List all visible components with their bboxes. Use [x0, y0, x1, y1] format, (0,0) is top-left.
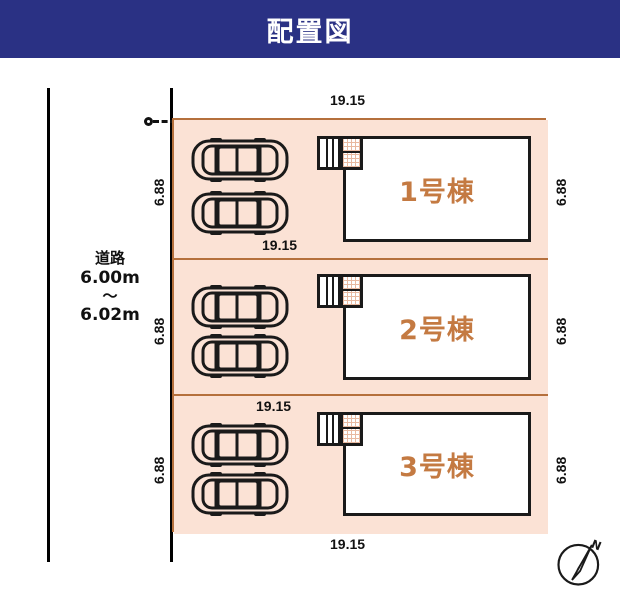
stairs-icon [317, 136, 342, 170]
dimension-lot1-width: 19.15 [262, 237, 298, 253]
road-width-from: 6.00m [80, 267, 140, 288]
dimension-top-width: 19.15 [330, 92, 366, 108]
dimension-lot3-width: 19.15 [256, 398, 292, 414]
stairs-icon [317, 412, 342, 446]
compass-north-icon: N [554, 535, 608, 589]
dimension-lot3-depth-right: 6.88 [553, 456, 569, 484]
car-icon [190, 471, 290, 517]
page-header-bar: 配置図 [0, 0, 620, 58]
building-2-label: 2号棟 [399, 314, 475, 346]
entrance-stairs-icon-2 [317, 274, 363, 308]
porch-cells-icon [340, 136, 363, 170]
road-edge-line-right [170, 88, 173, 562]
lot-3[interactable]: 3号棟 19.15 [174, 396, 548, 534]
road-width-to: 6.02m [80, 305, 140, 326]
road-width-tilde: 〜 [102, 286, 118, 305]
entrance-stairs-icon-1 [317, 136, 363, 170]
lot-1[interactable]: 1号棟 19.15 [174, 120, 548, 258]
dimension-lot1-depth-right: 6.88 [553, 178, 569, 206]
car-icon [190, 284, 290, 330]
svg-text:N: N [589, 537, 603, 554]
entrance-stairs-icon-3 [317, 412, 363, 446]
lot-2[interactable]: 2号棟 [174, 258, 548, 396]
road-edge-line-left [47, 88, 50, 562]
building-1[interactable]: 1号棟 [343, 136, 531, 242]
page-title: 配置図 [266, 16, 354, 48]
building-2[interactable]: 2号棟 [343, 274, 531, 380]
porch-cells-icon [340, 274, 363, 308]
dimension-lot2-depth-left: 6.88 [151, 317, 167, 345]
dimension-lot2-depth-right: 6.88 [553, 317, 569, 345]
car-icon [190, 190, 290, 236]
car-icon [190, 422, 290, 468]
building-3[interactable]: 3号棟 [343, 412, 531, 516]
road-width-annotation: 道路 6.00m 〜 6.02m [60, 249, 160, 326]
stairs-icon [317, 274, 342, 308]
building-1-label: 1号棟 [399, 176, 475, 208]
road-label: 道路 [94, 249, 125, 267]
dimension-lot1-depth-left: 6.88 [151, 178, 167, 206]
car-icon [190, 333, 290, 379]
site-boundary: 1号棟 19.15 [172, 118, 548, 534]
car-icon [190, 137, 290, 183]
dimension-bottom-width: 19.15 [330, 536, 366, 552]
porch-cells-icon [340, 412, 363, 446]
setback-marker-dot [144, 117, 153, 126]
site-plan-drawing: 道路 6.00m 〜 6.02m [0, 58, 620, 600]
building-3-label: 3号棟 [399, 451, 475, 483]
dimension-lot3-depth-left: 6.88 [151, 456, 167, 484]
